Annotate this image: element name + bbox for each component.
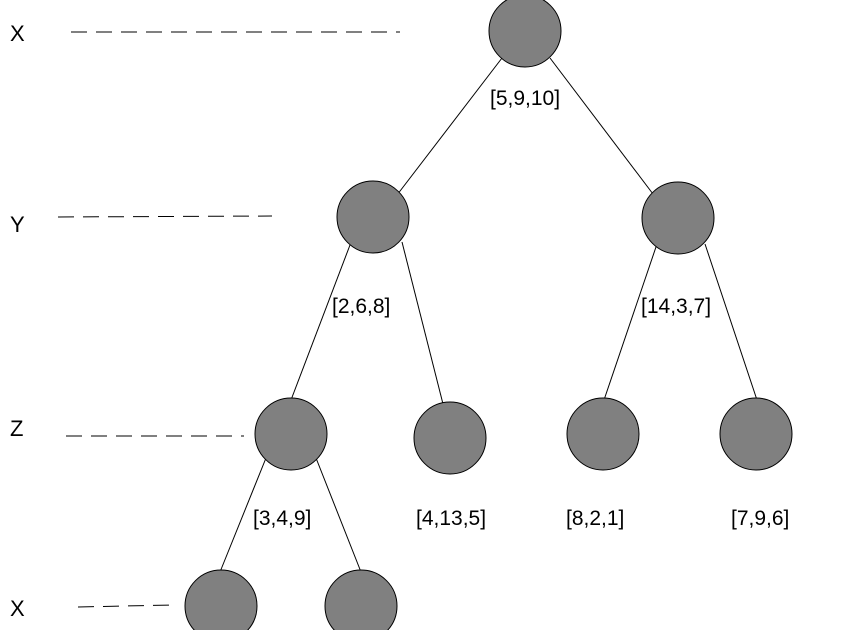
level-guide-x-bottom (77, 604, 173, 608)
level-label-z: Z (10, 416, 23, 441)
node-z-3 (566, 397, 640, 471)
node-x-1 (184, 569, 258, 630)
value-label-z-1: [3,4,9] (253, 507, 311, 530)
node-z-4 (719, 397, 793, 471)
value-label-root: [5,9,10] (490, 87, 560, 110)
edge-y-right-to-z-4 (704, 243, 758, 401)
node-z-2 (413, 401, 487, 475)
node-z-1 (254, 397, 328, 471)
edge-root-to-y-left (396, 57, 503, 196)
level-label-y: Y (10, 212, 25, 237)
edge-y-right-to-z-3 (603, 243, 658, 401)
value-label-y-right: [14,3,7] (641, 295, 711, 318)
level-label-x-bottom: X (10, 596, 25, 621)
edge-root-to-y-right (549, 57, 654, 195)
level-label-x-top: X (10, 21, 25, 46)
node-y-left (336, 180, 410, 254)
edge-y-left-to-z-2 (401, 241, 444, 405)
leaf-value-z-4: [7,9,6] (731, 507, 789, 530)
node-root (488, 0, 562, 68)
node-x-2 (324, 569, 398, 630)
level-guide-y (57, 215, 273, 218)
value-label-y-left: [2,6,8] (332, 295, 390, 318)
leaf-value-z-2: [4,13,5] (416, 507, 486, 530)
node-y-right (641, 181, 715, 255)
edge-z-1-to-x-1 (219, 457, 267, 573)
edge-y-left-to-z-1 (290, 244, 351, 401)
edge-z-1-to-x-2 (315, 457, 362, 573)
leaf-value-z-3: [8,2,1] (566, 507, 624, 530)
